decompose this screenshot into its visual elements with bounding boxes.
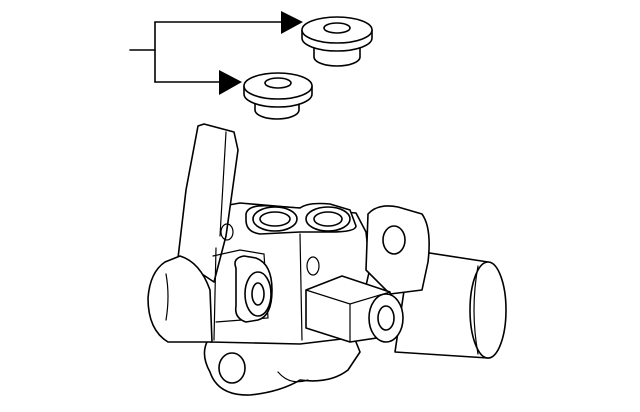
- callout-bracket: [129, 11, 303, 95]
- arrow-upper-icon: [281, 11, 303, 34]
- master-cylinder-icon: [147, 123, 507, 396]
- grommet-lower-icon: [243, 72, 313, 120]
- arrow-lower-icon: [219, 70, 242, 95]
- grommet-upper-icon: [301, 16, 373, 67]
